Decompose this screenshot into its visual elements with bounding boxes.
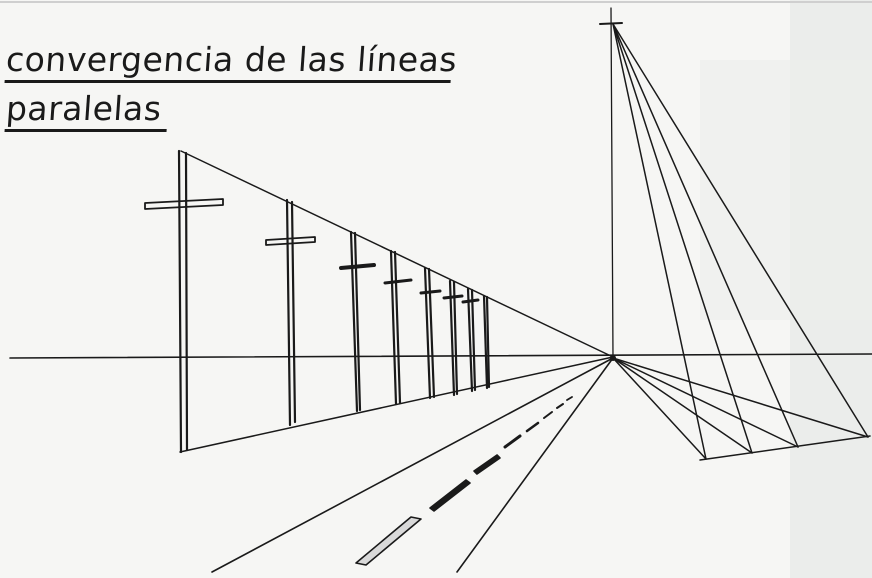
dash-2 <box>429 479 471 512</box>
dash-1 <box>355 516 422 566</box>
apex-ray-2 <box>612 23 753 454</box>
road <box>211 357 614 573</box>
pole-2 <box>285 198 297 427</box>
apex-ray-3 <box>612 23 799 448</box>
dash-4 <box>503 434 522 449</box>
dash-8 <box>566 396 573 401</box>
pole-6-crossbar <box>442 294 464 300</box>
right-construction <box>612 23 871 461</box>
pole-6 <box>448 279 459 397</box>
vp-ray-2 <box>612 357 753 454</box>
pole-3 <box>349 230 362 413</box>
dash-6 <box>543 411 553 419</box>
pole-5-crossbar <box>419 289 442 295</box>
top-cross-mark <box>599 22 623 25</box>
pole-5 <box>423 266 436 400</box>
road-center-dashes <box>355 396 573 566</box>
pole-4 <box>389 249 402 406</box>
apex-ray-1 <box>612 23 707 460</box>
vanishing-point <box>610 355 616 361</box>
pole-2-crossbar <box>265 236 316 246</box>
dash-3 <box>473 454 501 475</box>
horizon-line <box>9 353 872 359</box>
road-right-edge <box>456 357 614 573</box>
vp-ray-3 <box>612 357 799 448</box>
road-left-edge <box>211 357 614 573</box>
pole-7-crossbar <box>461 298 480 304</box>
dash-7 <box>556 403 564 409</box>
pole-8 <box>482 294 491 390</box>
vertical-reference-line <box>610 7 614 359</box>
telephone-poles <box>144 149 491 454</box>
vp-ray-4 <box>612 357 869 438</box>
base-line <box>699 435 871 461</box>
pole-4-crossbar <box>383 278 413 285</box>
vp-ray-1 <box>612 357 707 460</box>
dash-5 <box>525 421 540 433</box>
pole-1 <box>177 149 189 454</box>
pole-top-convergence-line <box>180 150 614 358</box>
pole-7 <box>466 287 477 393</box>
pole-3-crossbar <box>339 263 376 270</box>
apex-ray-4 <box>612 23 869 438</box>
pole-1-crossbar <box>144 198 224 210</box>
